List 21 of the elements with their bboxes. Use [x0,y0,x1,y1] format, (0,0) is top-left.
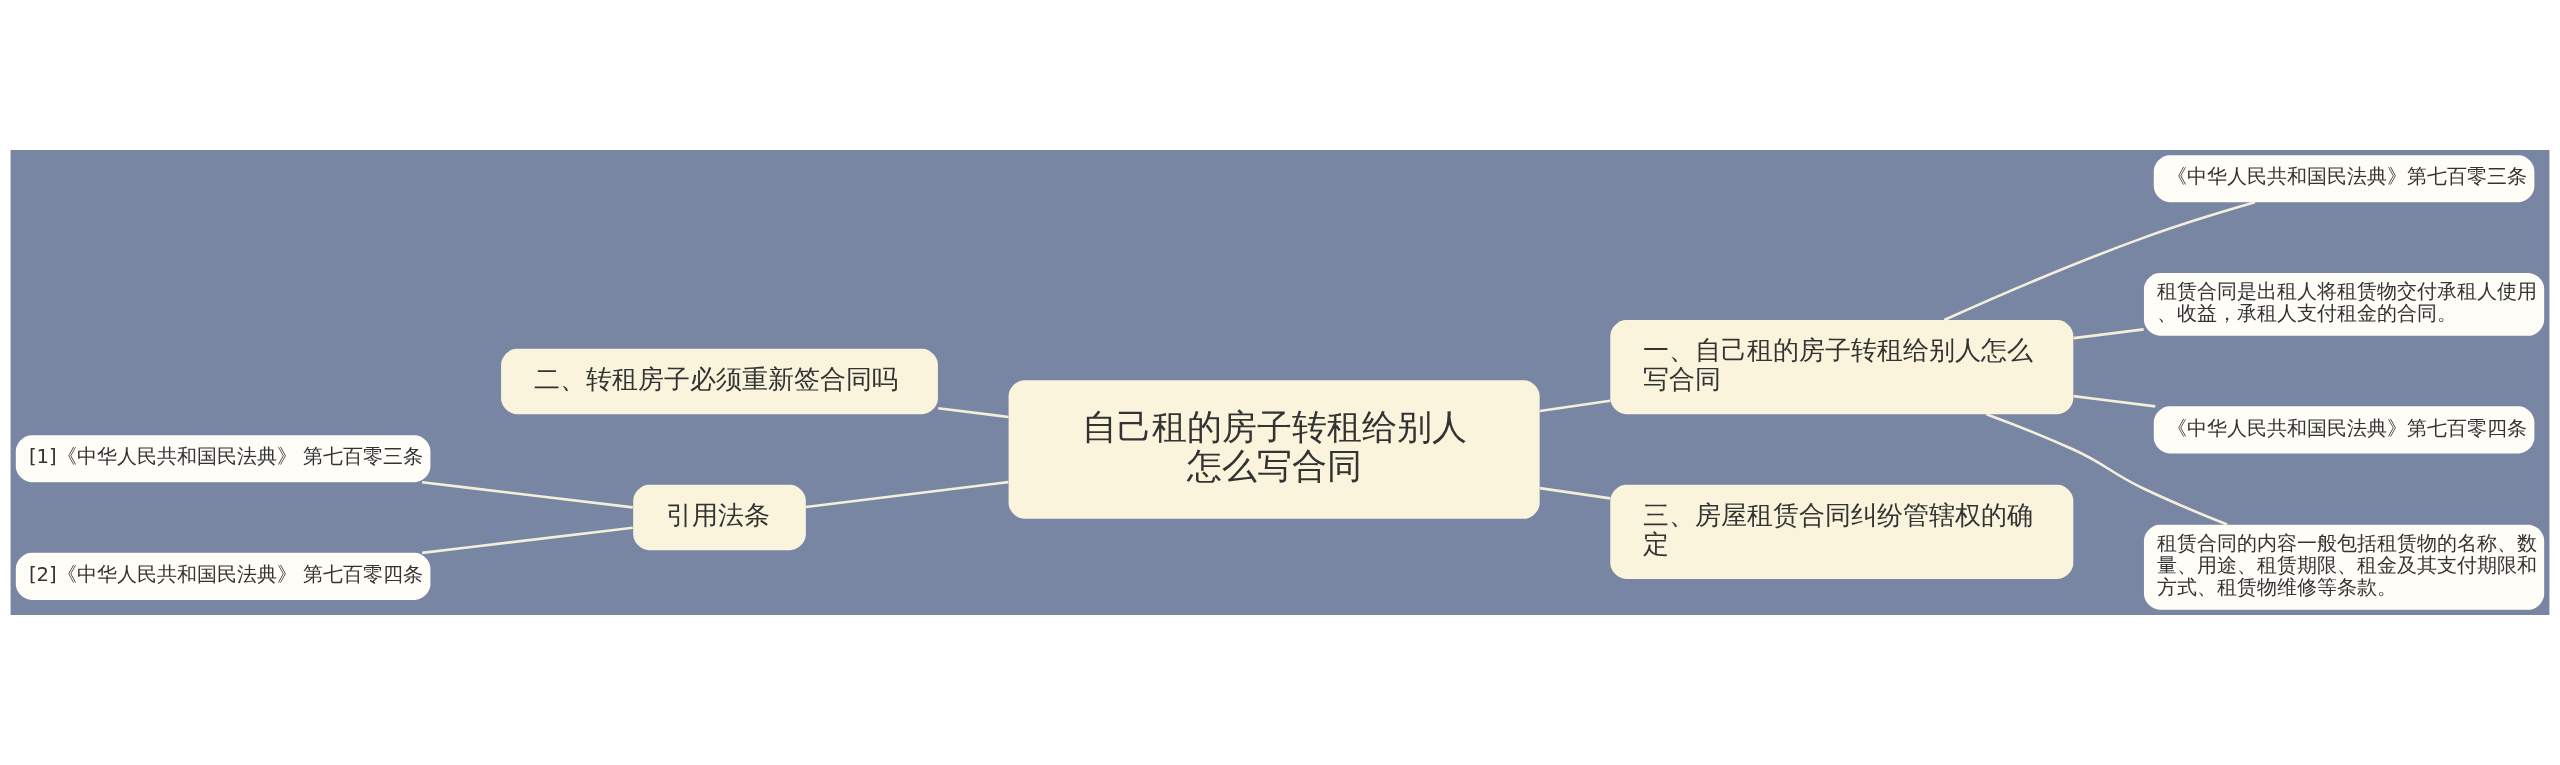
connector [1539,399,1611,413]
node-box: 租赁合同是出租人将租赁物交付承租人使用、收益，承租人支付租金的合同。 [2143,272,2545,336]
node-box: 三、房屋租赁合同纠纷管辖权的确定 [1610,484,2074,580]
connector [1539,486,1611,500]
connector [2073,328,2144,340]
connector [421,480,633,509]
node-box: 二、转租房子必须重新签合同吗 [501,348,938,415]
node-box: 引用法条 [633,484,806,551]
node-box: 租赁合同的内容一般包括租赁物的名称、数量、用途、租赁期限、租金及其支付期限和方式、租赁物维修等条款。 [2143,524,2545,610]
node-box: 《中华人民共和国民法典》第七百零四条 [2153,406,2535,454]
node-box: 自己租的房子转租给别人怎么写合同 [1008,380,1540,519]
connector [421,526,633,555]
connector [1985,413,2228,526]
connector [805,480,1009,509]
node-box: [2]《中华人民共和国民法典》 第七百零四条 [15,552,431,600]
node-box: 《中华人民共和国民法典》第七百零三条 [2153,155,2535,203]
connector [938,407,1009,419]
node-box: 一、自己租的房子转租给别人怎么写合同 [1610,320,2074,415]
connector [1943,201,2256,322]
node-box: [1]《中华人民共和国民法典》 第七百零三条 [15,435,431,483]
connector [2073,394,2156,408]
